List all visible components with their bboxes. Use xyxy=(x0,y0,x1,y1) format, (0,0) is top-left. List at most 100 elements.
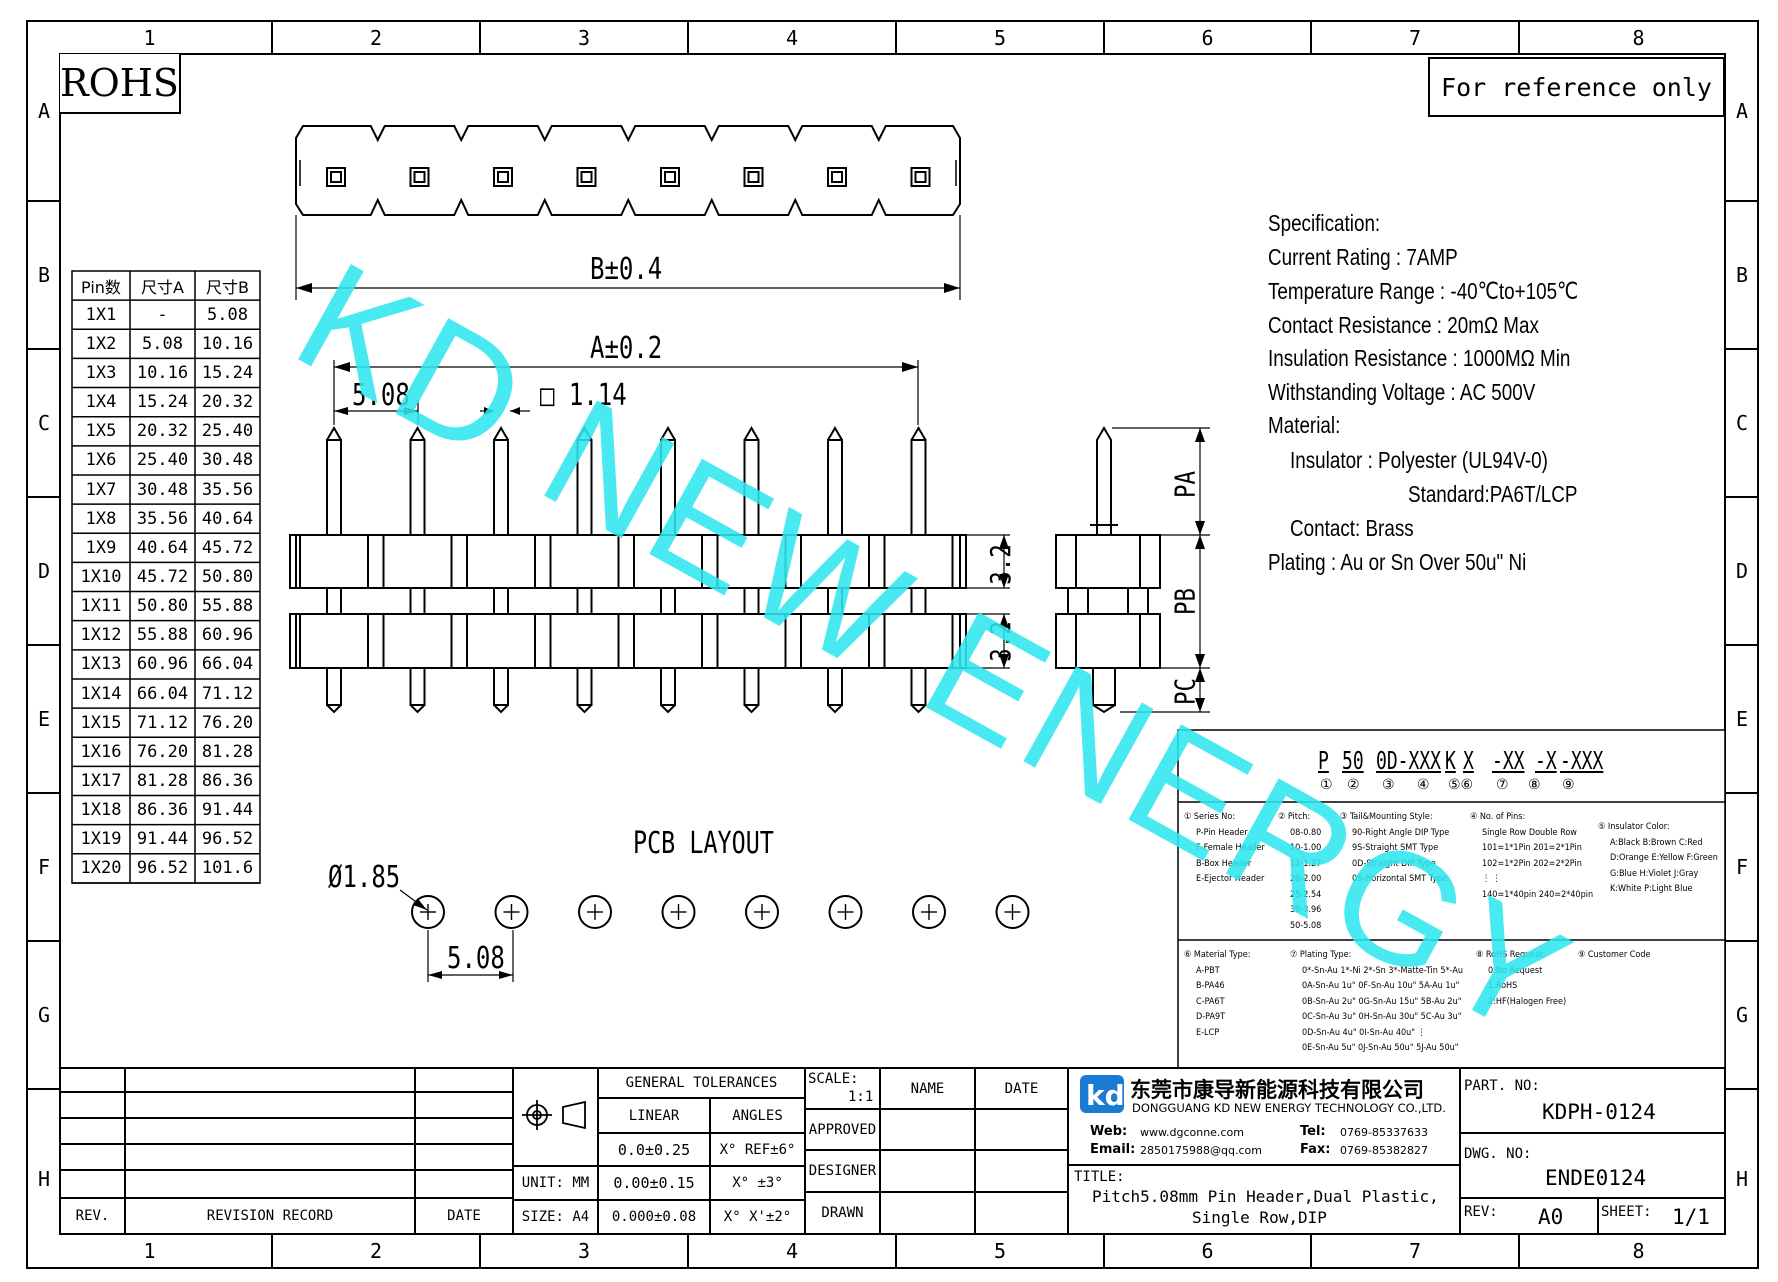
table-cell: 1X6 xyxy=(85,450,117,471)
table-cell: 20.32 xyxy=(136,421,189,442)
table-header: Pin数 xyxy=(81,277,121,297)
rev-label: REV: xyxy=(1464,1204,1498,1220)
table-cell: 1X15 xyxy=(80,712,122,733)
pcb-layout xyxy=(399,889,1030,982)
a-width-label: A±0.2 xyxy=(590,331,663,366)
row-label-left: B xyxy=(37,263,51,287)
legend-pins-line: ⋮ ⋮ xyxy=(1482,874,1501,884)
table-cell: 50.80 xyxy=(136,596,189,617)
email-label: Email: xyxy=(1090,1142,1136,1157)
spec-line: Withstanding Voltage : AC 500V xyxy=(1268,379,1536,405)
table-cell: 96.52 xyxy=(201,829,254,850)
part-code-number: ⑤⑥ xyxy=(1448,777,1474,793)
part-code-segment: 50 xyxy=(1342,746,1364,775)
legend-insulator-line: ⑤ Insulator Color: xyxy=(1598,822,1670,832)
legend-plating-line: 0E-Sn-Au 5u" 0J-Sn-Au 50u" 5J-Au 50u" xyxy=(1302,1043,1459,1053)
pcb-layout-title: PCB LAYOUT xyxy=(633,826,774,861)
pcb-pitch-label: 5.08 xyxy=(447,941,505,976)
tel-value: 0769-85337633 xyxy=(1340,1126,1428,1139)
general-tolerances: GENERAL TOLERANCES xyxy=(625,1075,778,1091)
legend-material-line: ⑥ Material Type: xyxy=(1184,950,1251,960)
table-cell: 1X20 xyxy=(80,858,122,879)
table-cell: 25.40 xyxy=(136,450,189,471)
company-name-en: DONGGUANG KD NEW ENERGY TECHNOLOGY CO.,L… xyxy=(1132,1101,1446,1115)
row-label-left: F xyxy=(37,855,51,879)
table-cell: 45.72 xyxy=(136,566,189,587)
legend-pitch-line: 08-0.80 xyxy=(1290,827,1322,838)
legend-rohs-line: 2:HF(Halogen Free) xyxy=(1488,996,1567,1007)
legend-pitch-line: 20-2.00 xyxy=(1290,874,1322,884)
col-label-top: 7 xyxy=(1408,26,1422,50)
rev-header: REV. xyxy=(75,1208,110,1224)
table-cell: 1X5 xyxy=(85,421,117,442)
tol-linear-1: 0.0±0.25 xyxy=(617,1140,691,1159)
row-label-right: A xyxy=(1735,99,1749,123)
col-label-bottom: 1 xyxy=(143,1239,156,1263)
tol-angle-1: X° REF±6° xyxy=(719,1141,796,1158)
email-value: 2850175988@qq.com xyxy=(1140,1144,1262,1157)
table-cell: 20.32 xyxy=(201,392,254,413)
reference-badge: For reference only xyxy=(1428,57,1725,117)
col-label-top: 5 xyxy=(993,26,1007,50)
date-header: DATE xyxy=(447,1208,481,1224)
legend-series-line: B-Box Header xyxy=(1196,858,1252,869)
table-cell: 10.16 xyxy=(201,333,254,354)
row-label-right: B xyxy=(1735,263,1749,287)
part-code-segment: X xyxy=(1463,746,1474,775)
table-cell: 1X1 xyxy=(85,304,117,325)
table-cell: 76.20 xyxy=(136,741,189,762)
spec-line: Standard:PA6T/LCP xyxy=(1408,481,1578,507)
dims-table-grid xyxy=(71,270,261,884)
linear-header: LINEAR xyxy=(628,1107,680,1124)
table-cell: 15.24 xyxy=(136,392,189,413)
row-label-left: H xyxy=(37,1166,51,1191)
table-cell: 86.36 xyxy=(201,770,254,791)
table-cell: 1X17 xyxy=(80,770,122,791)
table-cell: 1X8 xyxy=(85,508,117,529)
col-label-bottom: 3 xyxy=(577,1239,591,1263)
approved-label: APPROVED xyxy=(808,1121,877,1138)
legend-series-line: P-Pin Header xyxy=(1196,827,1248,838)
legend-rohs-line: 1:RoHS xyxy=(1488,981,1518,991)
col-label-top: 3 xyxy=(577,26,591,50)
legend-series-line: ① Series No: xyxy=(1184,812,1236,822)
pb-label: PB xyxy=(1168,588,1202,615)
legend-material-line: B-PA46 xyxy=(1196,981,1225,991)
table-cell: 1X16 xyxy=(80,741,122,762)
part-code-segment: -XXX xyxy=(1560,746,1604,775)
table-cell: 96.52 xyxy=(136,858,189,879)
legend-insulator-line: A:Black B:Brown C:Red xyxy=(1610,837,1703,848)
table-cell: 1X10 xyxy=(80,566,122,587)
legend-tail-line: 9S-Straight SMT Type xyxy=(1352,843,1439,853)
tol-linear-3: 0.000±0.08 xyxy=(611,1209,697,1225)
spec-line: Material: xyxy=(1268,412,1341,438)
col-label-top: 1 xyxy=(143,26,156,50)
table-cell: 1X4 xyxy=(85,392,117,413)
part-code-number: ⑧ xyxy=(1528,777,1541,793)
col-label-bottom: 6 xyxy=(1201,1239,1214,1263)
table-cell: 40.64 xyxy=(201,508,254,529)
legend-series-line: E-Ejector Header xyxy=(1196,874,1265,884)
row-label-right: G xyxy=(1735,1003,1749,1027)
company-logo: kd xyxy=(1080,1075,1125,1113)
legend-pitch-line: 10-1.00 xyxy=(1290,843,1322,853)
table-header: 尺寸A xyxy=(141,277,184,297)
legend-tail-line: 0D-Straight DIP Type xyxy=(1352,858,1436,869)
web-value: www.dgconne.com xyxy=(1140,1126,1244,1139)
table-cell: 5.08 xyxy=(142,333,183,354)
title-block-grid xyxy=(59,1067,1726,1235)
table-cell: 55.88 xyxy=(136,625,189,646)
dwg-no-label: DWG. NO: xyxy=(1464,1146,1532,1162)
part-code-panel xyxy=(1177,729,1726,1071)
legend-insulator-line: G:Blue H:Violet J:Gray xyxy=(1610,868,1699,879)
table-cell: 91.44 xyxy=(136,829,189,850)
angles-header: ANGLES xyxy=(732,1107,783,1124)
legend-plating-line: ⑦ Plating Type: xyxy=(1290,950,1352,960)
table-cell: 71.12 xyxy=(201,683,254,704)
col-label-top: 8 xyxy=(1632,26,1645,50)
row-label-right: D xyxy=(1735,559,1749,583)
table-cell: 15.24 xyxy=(201,362,254,383)
row-label-left: A xyxy=(37,99,51,123)
col-label-top: 4 xyxy=(785,26,799,50)
row-label-left: C xyxy=(37,411,51,435)
